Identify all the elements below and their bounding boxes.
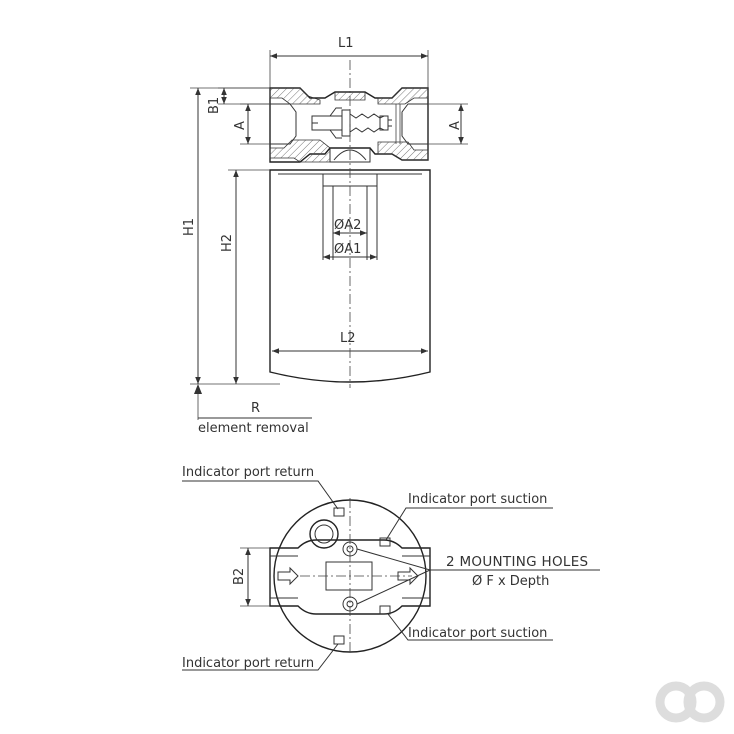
side-view: L1 [182,36,468,436]
label-h1: H1 [182,218,197,236]
callout-indicator-port-suction-top: Indicator port suction [385,492,553,541]
flow-arrow-left [277,566,299,586]
callout-indicator-port-return-top: Indicator port return [182,465,339,510]
dimension-l1: L1 [269,36,429,95]
brand-logo-watermark [655,681,725,723]
label-b2: B2 [232,568,247,585]
label-a-left: A [233,121,248,130]
svg-text:Ø F x Depth: Ø F x Depth [472,574,549,589]
dimension-a-right: A [428,103,468,145]
label-b1: B1 [207,97,222,114]
callout-mounting-holes: 2 MOUNTING HOLES Ø F x Depth [356,548,600,605]
filter-head [269,87,429,163]
indicator-port-suction-bottom [379,605,391,615]
top-view: B2 Indicator port return Indicator port … [182,465,600,671]
indicator-port-suction-top [379,537,391,547]
callout-indicator-port-suction-bottom: Indicator port suction [387,613,553,641]
label-element-removal: element removal [198,421,309,436]
svg-text:2 MOUNTING HOLES: 2 MOUNTING HOLES [446,554,588,570]
flow-arrow-right [397,566,419,586]
label-h2: H2 [220,234,235,252]
bypass-valve [311,107,392,139]
svg-text:Indicator port suction: Indicator port suction [408,492,547,507]
dimension-b1: B1 [207,87,270,114]
label-r: R [251,401,260,416]
return-port-boss [309,519,339,549]
label-l1: L1 [338,36,354,51]
indicator-port-return-top [333,507,345,517]
svg-text:Indicator port return: Indicator port return [182,656,314,671]
label-l2: L2 [340,331,356,346]
dimension-h1: H1 [182,87,280,385]
label-a2: ØA2 [334,218,361,233]
label-a-right: A [448,121,463,130]
svg-text:Indicator port suction: Indicator port suction [408,626,547,641]
dimension-a-left: A [233,103,270,145]
dimension-r: R element removal [194,384,312,436]
callout-indicator-port-return-bottom: Indicator port return [182,643,339,671]
dimension-h2: H2 [220,169,270,384]
svg-text:Indicator port return: Indicator port return [182,465,314,480]
label-a1: ØA1 [334,242,361,257]
dimension-b2: B2 [232,547,270,607]
indicator-port-return-bottom [333,635,345,645]
